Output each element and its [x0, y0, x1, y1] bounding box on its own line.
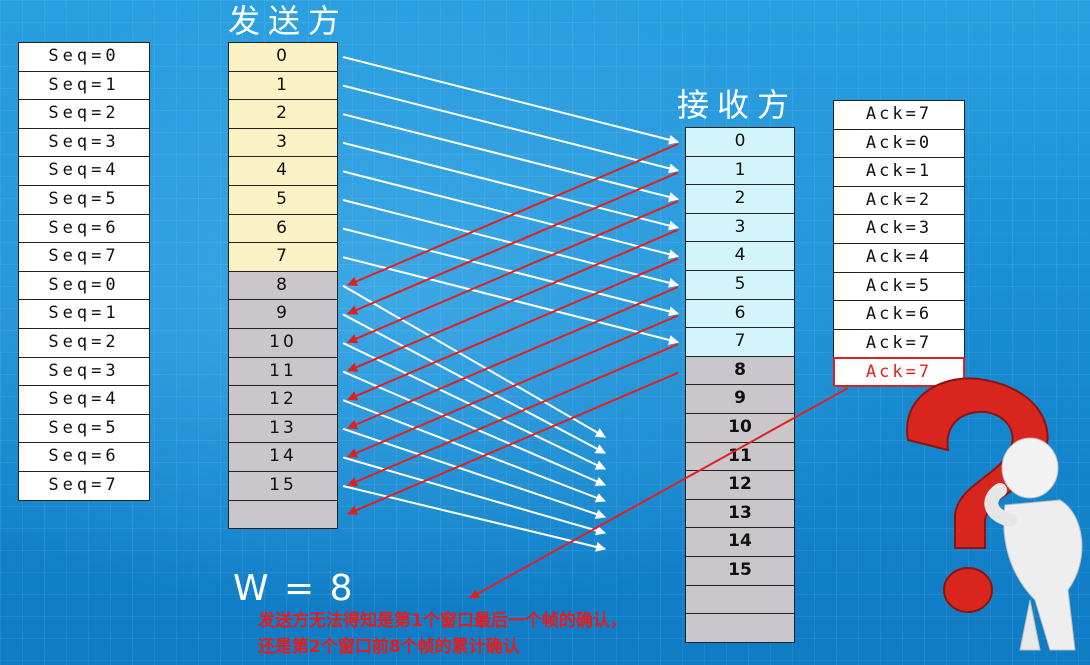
data-frame-arrow — [342, 370, 606, 487]
ack-cell: Ack=3 — [833, 214, 965, 244]
data-frame-arrow — [342, 113, 679, 202]
note-line-1: 发送方无法得知是第1个窗口最后一个帧的确认， — [258, 611, 627, 631]
receiver-frame-cell — [685, 613, 795, 643]
receiver-frame-cell: 14 — [685, 527, 795, 557]
ack-arrow — [347, 257, 679, 401]
ack-cell: Ack=4 — [833, 243, 965, 273]
ack-cell: Ack=2 — [833, 185, 965, 216]
data-frame-arrow — [342, 141, 679, 231]
data-frame-arrow — [342, 284, 606, 438]
data-frame-arrow — [342, 170, 679, 260]
receiver-frame-cell: 2 — [685, 184, 795, 214]
sender-frame-cell: 12 — [228, 385, 338, 415]
seq-cell: Seq=2 — [18, 328, 150, 358]
seq-cell: Seq=4 — [18, 385, 150, 415]
data-frame-arrow — [342, 84, 679, 174]
data-frame-arrow — [342, 227, 679, 317]
sender-frame-cell: 7 — [228, 242, 338, 272]
ack-arrow — [347, 200, 679, 344]
seq-cell: Seq=7 — [18, 471, 150, 501]
ack-cell: Ack=5 — [833, 271, 965, 302]
seq-cell: Seq=6 — [18, 213, 150, 244]
sender-frame-cell — [228, 499, 338, 530]
seq-cell: Seq=0 — [18, 42, 150, 72]
seq-cell: Seq=1 — [18, 299, 150, 329]
ack-cell: Ack=1 — [833, 157, 965, 187]
data-frame-arrow — [342, 399, 606, 503]
ambiguity-arrow — [469, 387, 849, 599]
seq-cell: Seq=4 — [18, 156, 150, 186]
receiver-frame-cell: 13 — [685, 498, 795, 529]
ack-cell: Ack=7 — [833, 100, 965, 130]
ack-arrow — [347, 371, 679, 515]
sender-title: 发送方 — [228, 2, 349, 40]
receiver-frame-cell: 6 — [685, 298, 795, 329]
sender-frame-cell: 6 — [228, 213, 338, 244]
ack-arrow — [347, 286, 679, 430]
sender-frame-cell: 15 — [228, 471, 338, 501]
sender-frame-cell: 4 — [228, 156, 338, 186]
seq-cell: Seq=2 — [18, 99, 150, 129]
data-frame-arrow — [342, 313, 606, 454]
data-frame-arrow — [342, 56, 679, 145]
sender-frame-cell: 13 — [228, 413, 338, 444]
data-frame-arrow — [342, 456, 606, 536]
seq-cell: Seq=6 — [18, 442, 150, 472]
receiver-frame-cell: 3 — [685, 212, 795, 243]
data-frame-arrow — [342, 427, 606, 519]
receiver-frame-cell: 8 — [685, 355, 795, 386]
sender-frame-cell: 8 — [228, 270, 338, 301]
data-frame-arrow — [342, 256, 679, 345]
ack-arrow — [347, 314, 679, 458]
data-frame-arrow — [342, 342, 606, 470]
window-size-label: W = 8 — [233, 568, 355, 609]
receiver-frame-cell: 12 — [685, 470, 795, 500]
ack-arrow — [347, 228, 679, 372]
receiver-title: 接收方 — [677, 86, 798, 124]
sender-frame-cell: 1 — [228, 70, 338, 101]
seq-cell: Seq=7 — [18, 242, 150, 272]
ack-cell: Ack=7 — [833, 328, 965, 359]
seq-cell: Seq=5 — [18, 413, 150, 444]
sender-frame-cell: 14 — [228, 442, 338, 472]
seq-cell: Seq=3 — [18, 356, 150, 387]
receiver-frame-cell: 11 — [685, 441, 795, 472]
data-frame-arrow — [342, 199, 679, 288]
seq-cell: Seq=3 — [18, 127, 150, 158]
ack-arrow — [347, 171, 679, 315]
sender-frame-cell: 3 — [228, 127, 338, 158]
receiver-frame-cell: 7 — [685, 327, 795, 357]
sender-frame-cell: 5 — [228, 185, 338, 215]
receiver-frame-cell: 4 — [685, 241, 795, 271]
note-line-2: 还是第2个窗口前8个帧的累计确认 — [258, 637, 520, 657]
ack-cell: Ack=6 — [833, 300, 965, 330]
ack-arrow — [347, 143, 679, 287]
sender-frame-cell: 9 — [228, 299, 338, 329]
ack-arrow — [347, 343, 679, 487]
